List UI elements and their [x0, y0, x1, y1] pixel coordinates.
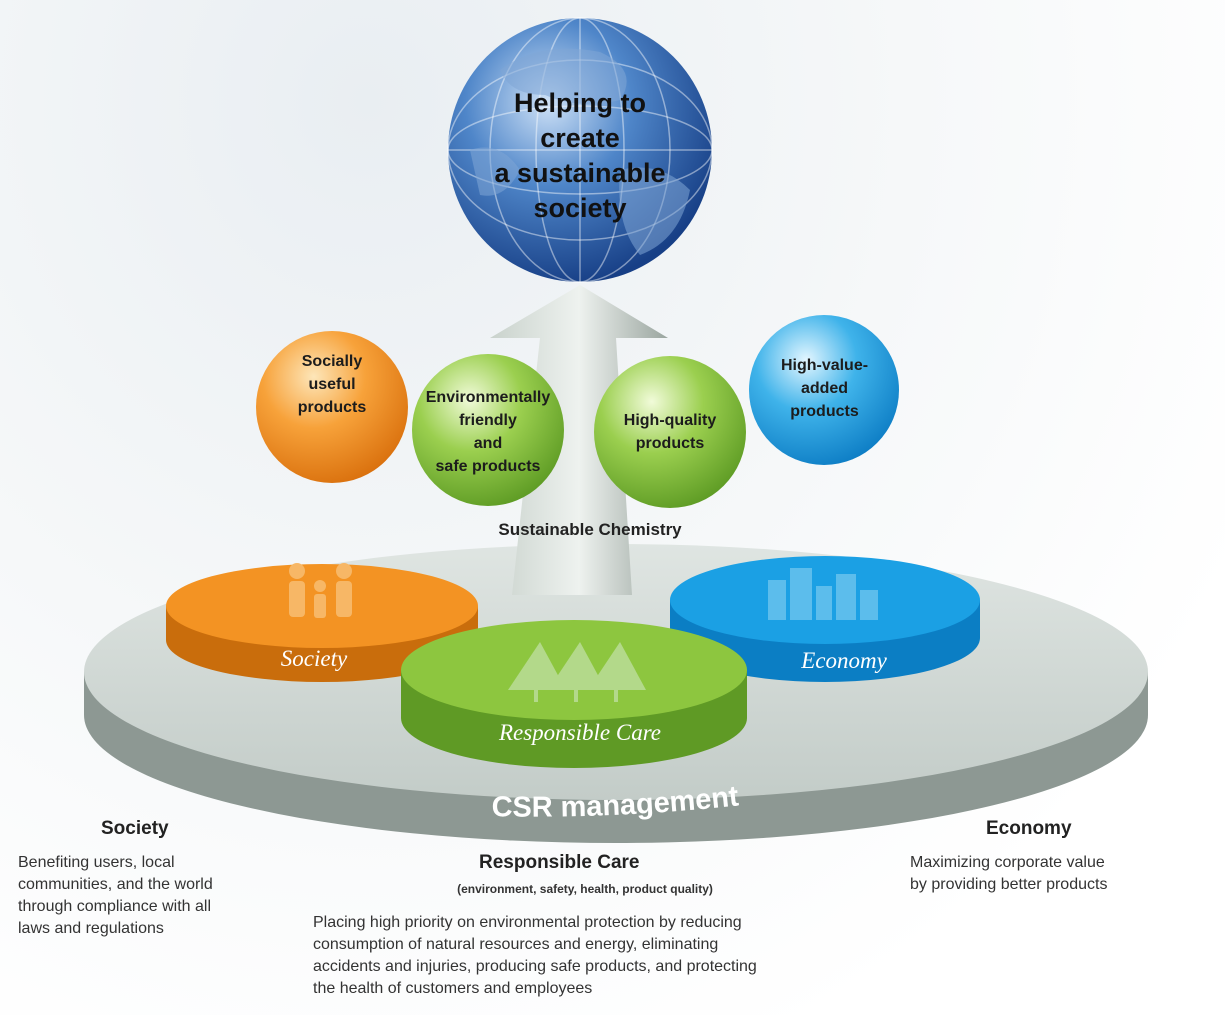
economy-description: Maximizing corporate value by providing …: [910, 854, 1108, 893]
economy-disk-label: Economy: [801, 648, 887, 673]
responsible-care-disk-label: Responsible Care: [498, 720, 662, 745]
socially-useful-ball: [256, 331, 408, 483]
people-icon: [289, 563, 352, 618]
sustainable-chemistry-arrow: [490, 285, 668, 595]
city-icon: [768, 568, 878, 620]
society-disk: [166, 563, 478, 682]
economy-disk: [670, 556, 980, 682]
environmentally-friendly-ball: [412, 354, 564, 506]
responsible-care-description: Placing high priority on environmental p…: [313, 914, 757, 997]
high-value-added-ball: [749, 315, 899, 465]
responsible-care-subheading: (environment, safety, health, product qu…: [457, 882, 713, 896]
high-quality-label: High-quality products: [623, 412, 717, 452]
high-quality-ball: [594, 356, 746, 508]
globe-icon: [447, 17, 713, 283]
high-value-added-label: High-value- added products: [780, 357, 869, 420]
society-heading: Society: [101, 818, 169, 839]
economy-heading: Economy: [986, 818, 1072, 839]
socially-useful-label: Socially useful products: [297, 353, 367, 416]
society-description: Benefiting users, local communities, and…: [18, 854, 213, 937]
trees-icon: [508, 642, 646, 702]
globe-label: Helping to create a sustainable society: [494, 88, 666, 223]
society-disk-label: Society: [280, 646, 348, 671]
sustainable-chemistry-label: Sustainable Chemistry: [498, 520, 682, 539]
responsible-care-heading: Responsible Care: [479, 852, 640, 873]
environmentally-friendly-label: Environmentally friendly and safe produc…: [425, 389, 551, 475]
responsible-care-disk: [401, 620, 747, 768]
